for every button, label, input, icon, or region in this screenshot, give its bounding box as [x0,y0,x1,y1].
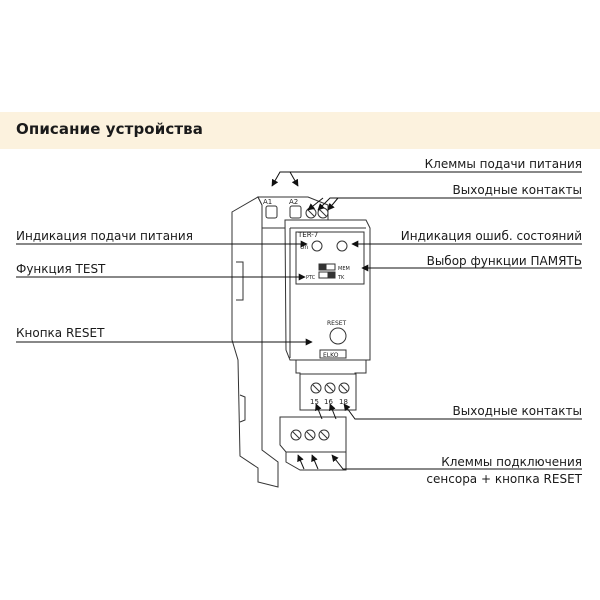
top-terminal-a1-screw [265,205,278,219]
callout-sensor-terminals-line1: Клеммы подключения [441,455,582,469]
din-rail-clip [236,261,244,301]
page-title: Описание устройства [16,120,203,138]
callout-error-indication: Индикация ошиб. состояний [400,229,582,243]
memory-switch-upper [318,263,336,271]
power-led [311,240,323,252]
ptc-label: PTC [306,275,316,281]
terminal-a2-label: A2 [289,198,298,206]
header-band [0,112,600,149]
terminal-16-label: 16 [324,398,333,406]
error-led [336,240,348,252]
un-label: Un [300,244,308,251]
front-panel [284,219,371,361]
callout-memory-select: Выбор функции ПАМЯТЬ [426,254,582,268]
leader-output-bottom [343,403,582,420]
reset-button [329,327,347,345]
model-label: TER-7 [297,231,318,239]
memory-switch-lower [318,271,336,279]
reset-label: RESET [327,320,347,327]
callout-output-contacts-top: Выходные контакты [452,183,582,197]
terminal-18-label: 18 [339,398,348,406]
side-notch [239,394,246,423]
callout-power-terminals: Клеммы подачи питания [424,157,582,171]
callout-reset-button: Кнопка RESET [16,326,105,340]
callout-power-indication: Индикация подачи питания [16,229,193,243]
top-terminal-a2-screw [289,205,302,219]
callout-test-function: Функция TEST [16,262,106,276]
leader-output-top [317,197,582,211]
callout-sensor-terminals-line2: сенсора + кнопка RESET [426,472,582,486]
mem-label: MEM [338,266,350,272]
terminal-a1-label: A1 [263,198,272,206]
brand-plate [319,349,347,359]
terminal-15-label: 15 [310,398,319,406]
leader-lines [16,171,582,470]
leader-sensor-terminals [331,454,582,470]
callout-output-contacts-bottom: Выходные контакты [452,404,582,418]
leader-power-terminals [271,171,582,187]
tk-label: TK [337,275,345,281]
front-window [295,231,365,285]
brand-label: ELKO [323,352,339,359]
